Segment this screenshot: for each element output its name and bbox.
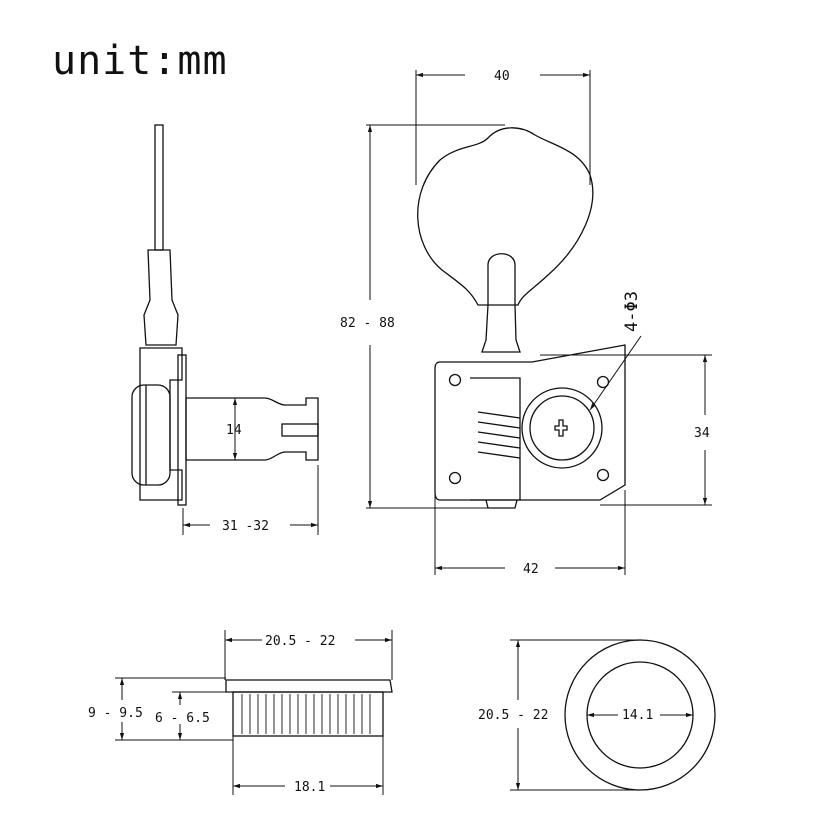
mount-hole-4 xyxy=(596,468,610,482)
bushing-knurl-lines xyxy=(241,694,371,734)
dim-bushing-outer: 20.5 - 22 xyxy=(265,634,335,649)
side-view xyxy=(131,124,319,535)
front-shank-bottom xyxy=(485,499,518,509)
front-gear-outer xyxy=(521,387,603,469)
screw-cross-icon xyxy=(554,419,568,437)
side-worm-gear xyxy=(131,384,171,486)
front-view xyxy=(366,70,712,575)
dim-head-width: 40 xyxy=(494,69,510,84)
dim-ring-inner: 14.1 xyxy=(622,708,653,723)
front-housing xyxy=(470,377,521,501)
mount-hole-2 xyxy=(448,471,462,485)
mount-hole-3 xyxy=(596,375,610,389)
dim-ring-outer: 20.5 - 22 xyxy=(478,708,548,723)
dim-plate-width: 42 xyxy=(523,562,539,577)
bushing-side-view xyxy=(115,630,393,795)
side-key-shank xyxy=(143,249,179,346)
dim-hole-spec: 4-Φ3 xyxy=(622,291,642,332)
mount-hole-1 xyxy=(448,373,462,387)
bushing-flange xyxy=(225,679,393,693)
side-key-flag xyxy=(154,124,164,251)
front-key-inner xyxy=(487,253,516,305)
dim-overall-height: 82 - 88 xyxy=(340,316,395,331)
side-post xyxy=(185,397,319,461)
bushing-top-view xyxy=(510,639,716,791)
dim-plate-height: 34 xyxy=(694,426,710,441)
dim-bushing-height: 9 - 9.5 xyxy=(88,706,143,721)
bushing-knurl-body xyxy=(232,691,384,737)
front-gear-inner xyxy=(529,395,595,461)
dim-shaft-diameter: 14 xyxy=(226,423,242,438)
unit-label: unit:mm xyxy=(52,38,228,84)
front-key-shank xyxy=(481,304,521,353)
dim-post-length: 31 -32 xyxy=(222,519,269,534)
dim-knurl-height: 6 - 6.5 xyxy=(155,711,210,726)
side-post-slot xyxy=(281,423,319,437)
dim-knurl-dia: 18.1 xyxy=(294,780,325,795)
front-plate xyxy=(434,344,626,501)
front-key-head xyxy=(417,127,594,306)
